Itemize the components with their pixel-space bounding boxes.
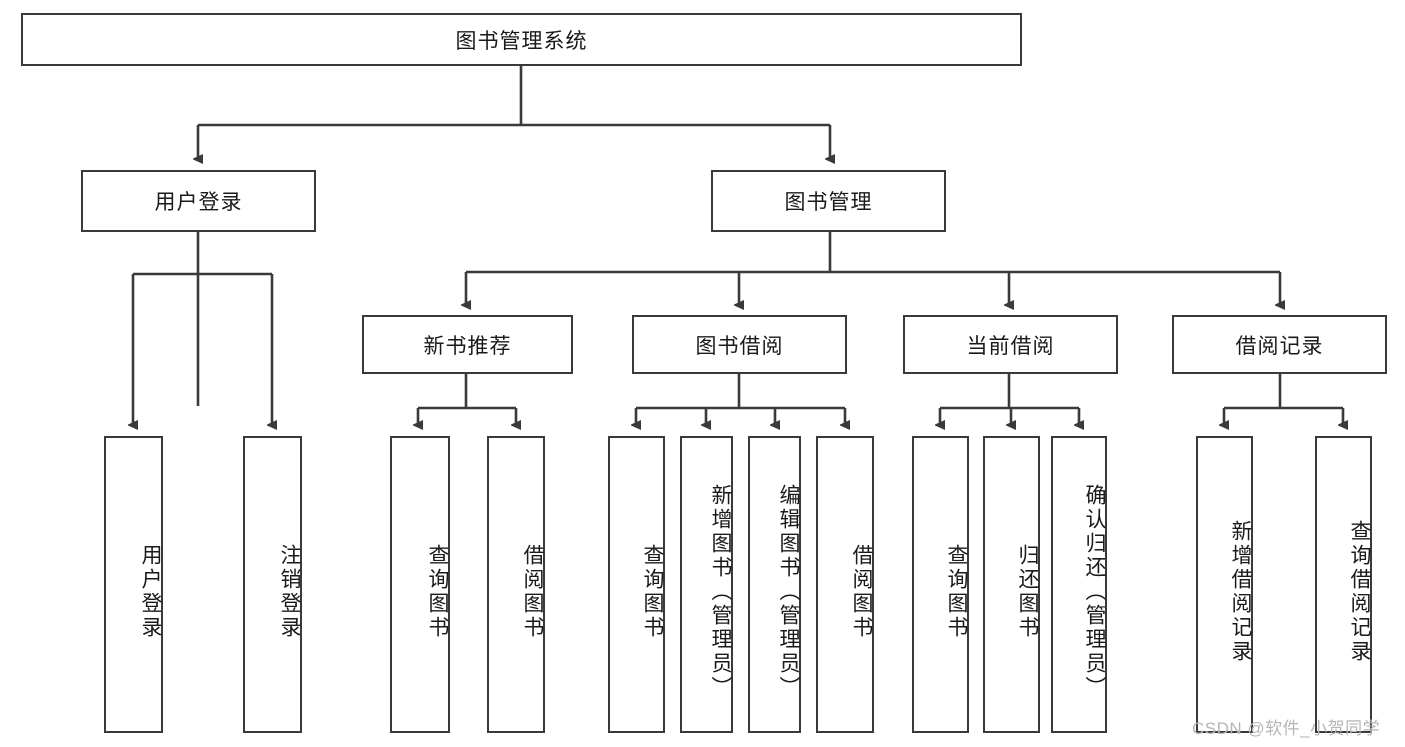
node-book-borrow-label: 图书借阅 <box>695 334 784 358</box>
node-leaf-user-login[interactable]: 用户登录 <box>104 436 163 733</box>
node-leaf-confirm-return-admin[interactable]: 确认归还（管理员） <box>1051 436 1107 733</box>
node-book-manage[interactable]: 图书管理 <box>711 170 946 232</box>
node-leaf-add-book-admin-label: 新增图书（管理员） <box>709 483 732 700</box>
node-leaf-logout-login-label: 注销登录 <box>278 543 301 640</box>
node-leaf-borrow-book-1[interactable]: 借阅图书 <box>487 436 545 733</box>
node-leaf-edit-book-admin-label: 编辑图书（管理员） <box>777 483 800 700</box>
node-leaf-user-login-label: 用户登录 <box>139 543 162 640</box>
csdn-watermark: CSDN @软件_小贺同学 <box>1192 719 1381 738</box>
node-new-book-recommend[interactable]: 新书推荐 <box>362 315 573 374</box>
node-leaf-query-borrow-record-label: 查询借阅记录 <box>1348 519 1371 664</box>
node-leaf-query-book-2-label: 查询图书 <box>641 543 664 640</box>
node-book-manage-label: 图书管理 <box>784 191 873 214</box>
node-leaf-query-book-3-label: 查询图书 <box>945 543 968 640</box>
node-leaf-logout-login[interactable]: 注销登录 <box>243 436 302 733</box>
node-current-borrow[interactable]: 当前借阅 <box>903 315 1118 374</box>
node-leaf-borrow-book-1-label: 借阅图书 <box>521 543 544 640</box>
node-leaf-borrow-book-2-label: 借阅图书 <box>850 543 873 640</box>
node-user-login-label: 用户登录 <box>154 191 243 214</box>
node-current-borrow-label: 当前借阅 <box>966 334 1055 358</box>
node-user-login[interactable]: 用户登录 <box>81 170 316 232</box>
node-leaf-edit-book-admin[interactable]: 编辑图书（管理员） <box>748 436 801 733</box>
node-leaf-query-book-1[interactable]: 查询图书 <box>390 436 450 733</box>
node-borrow-record-label: 借阅记录 <box>1235 334 1324 358</box>
node-root-system[interactable]: 图书管理系统 <box>21 13 1022 66</box>
node-leaf-add-book-admin[interactable]: 新增图书（管理员） <box>680 436 733 733</box>
node-leaf-return-book[interactable]: 归还图书 <box>983 436 1040 733</box>
node-leaf-query-book-2[interactable]: 查询图书 <box>608 436 665 733</box>
node-leaf-query-borrow-record[interactable]: 查询借阅记录 <box>1315 436 1372 733</box>
node-new-book-recommend-label: 新书推荐 <box>423 334 512 358</box>
node-leaf-add-borrow-record[interactable]: 新增借阅记录 <box>1196 436 1253 733</box>
node-root-label: 图书管理系统 <box>455 29 588 53</box>
node-leaf-return-book-label: 归还图书 <box>1016 543 1039 640</box>
node-book-borrow[interactable]: 图书借阅 <box>632 315 847 374</box>
node-leaf-confirm-return-admin-label: 确认归还（管理员） <box>1083 483 1106 700</box>
node-leaf-add-borrow-record-label: 新增借阅记录 <box>1229 519 1252 664</box>
node-borrow-record[interactable]: 借阅记录 <box>1172 315 1387 374</box>
node-leaf-query-book-1-label: 查询图书 <box>426 543 449 640</box>
node-leaf-borrow-book-2[interactable]: 借阅图书 <box>816 436 874 733</box>
node-leaf-query-book-3[interactable]: 查询图书 <box>912 436 969 733</box>
